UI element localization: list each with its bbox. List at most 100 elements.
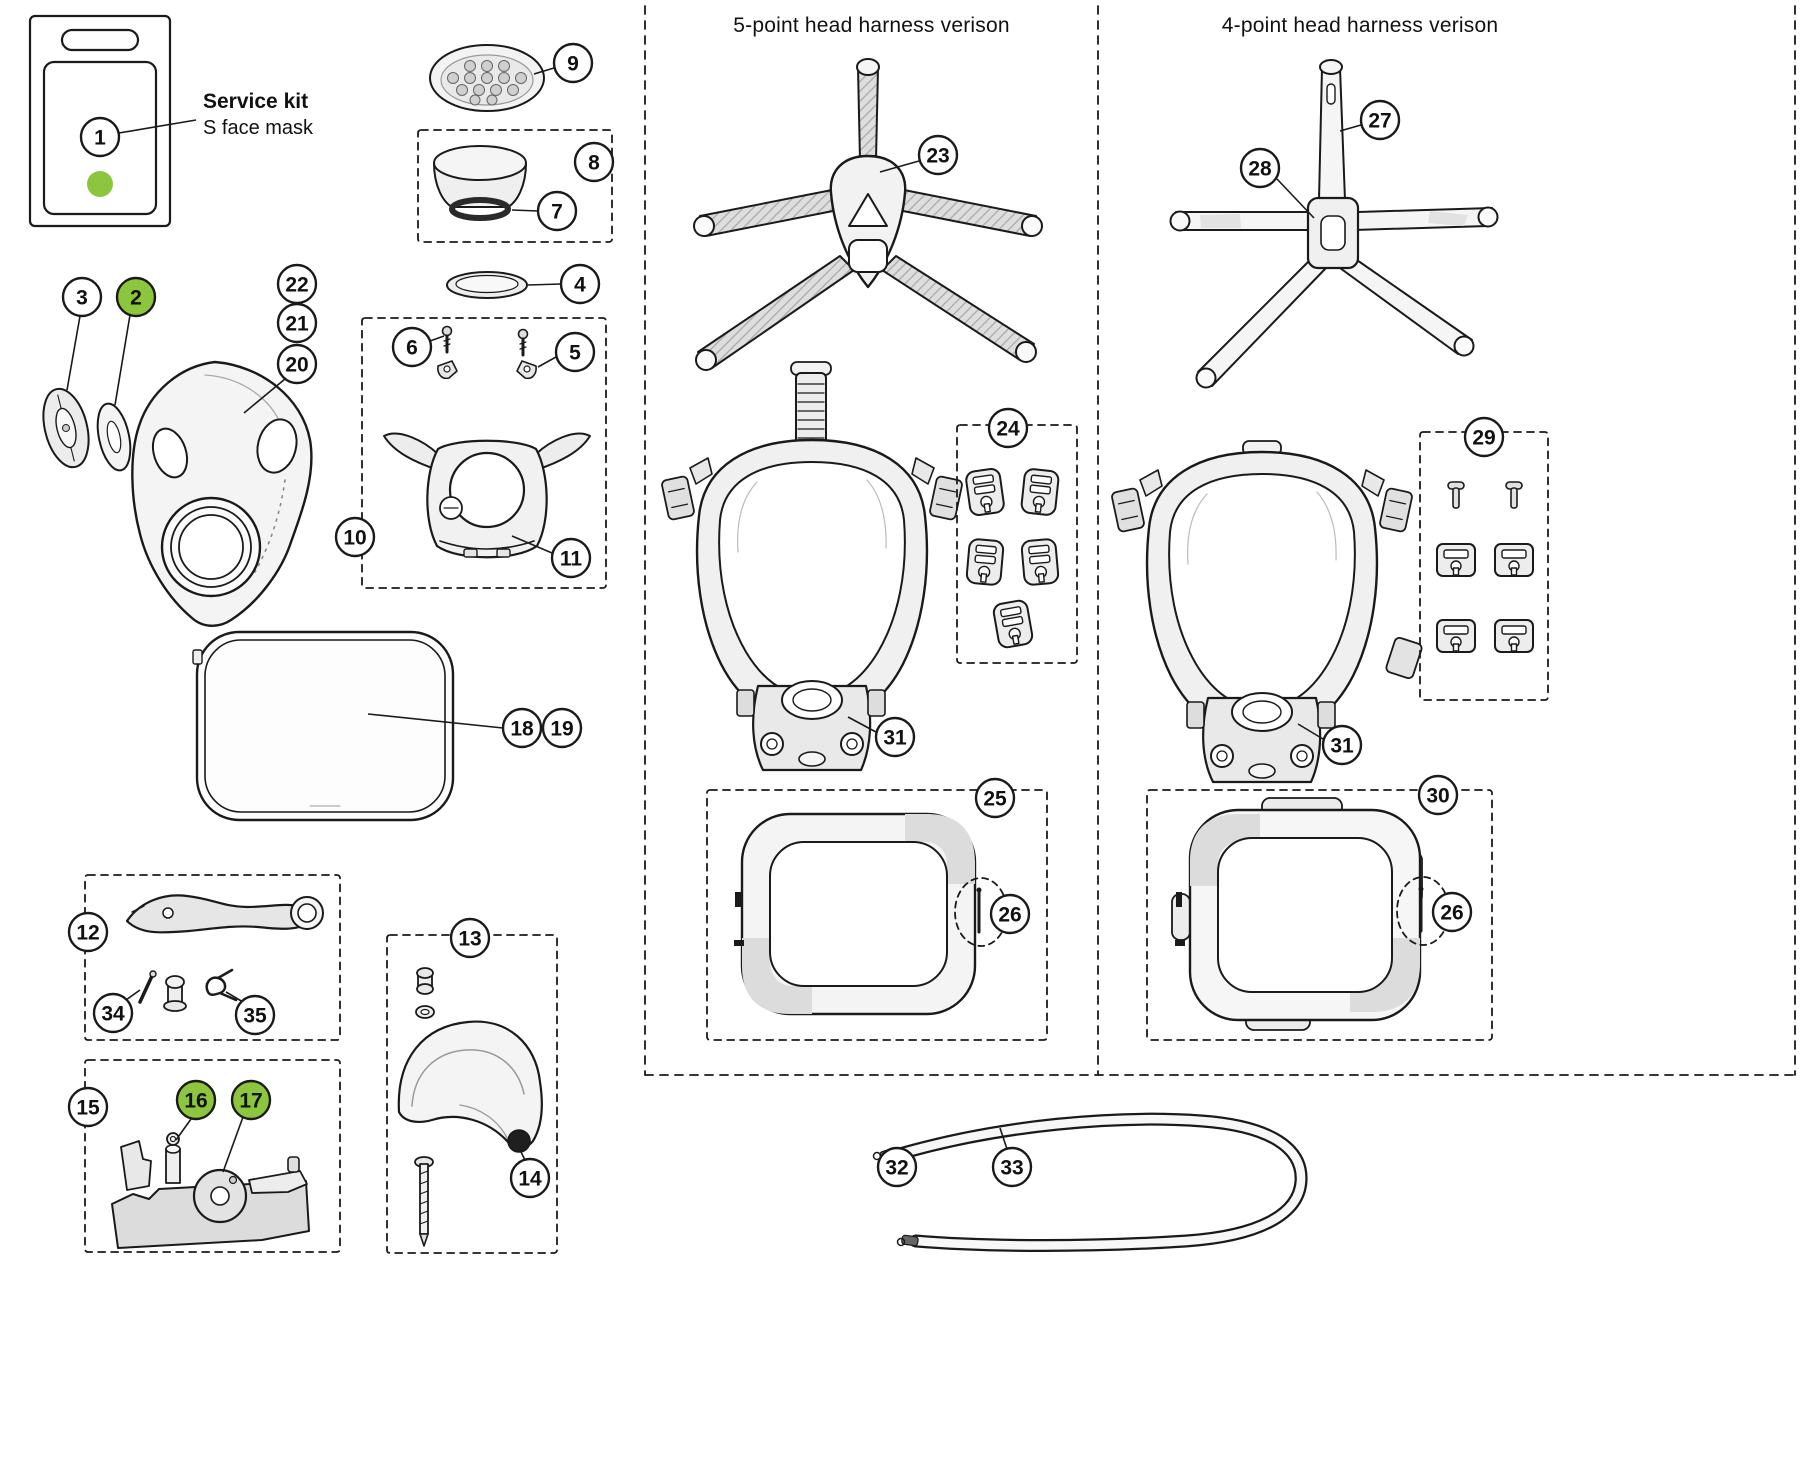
callout-23: 23 <box>917 134 959 176</box>
svg-text:17: 17 <box>239 1090 262 1113</box>
callout-34: 34 <box>92 992 134 1034</box>
part-35-spring <box>205 968 238 1002</box>
part-16-ring <box>165 1132 181 1184</box>
callout-leader-14 <box>519 1149 526 1161</box>
svg-text:21: 21 <box>285 313 309 336</box>
part-18-19-visor <box>192 630 455 822</box>
callout-26: 26 <box>1431 891 1473 933</box>
part-5-screw <box>516 328 537 380</box>
part-9-valve-cover <box>429 44 545 112</box>
svg-text:1: 1 <box>94 127 106 150</box>
svg-text:8: 8 <box>588 152 600 175</box>
callout-7: 7 <box>536 190 578 232</box>
svg-text:23: 23 <box>926 145 949 168</box>
service-kit-title: Service kit <box>203 90 309 113</box>
svg-text:25: 25 <box>983 788 1007 811</box>
callout-leader-33 <box>999 1127 1008 1150</box>
callout-leader-27 <box>1339 124 1362 132</box>
callout-15: 15 <box>67 1086 109 1128</box>
part-2-membrane <box>96 402 132 472</box>
part-4-gasket <box>446 271 528 299</box>
callout-26: 26 <box>989 893 1031 935</box>
part-7-ring <box>449 197 511 221</box>
callout-24: 24 <box>987 407 1029 449</box>
part-14-cap <box>507 1129 531 1153</box>
callout-leader-28 <box>1276 178 1315 219</box>
callout-11: 11 <box>550 537 592 579</box>
svg-text:4: 4 <box>574 274 586 297</box>
mask-4pt <box>1111 440 1423 784</box>
service-kit-label: Service kit S face mask <box>203 88 313 141</box>
part-17-disc <box>192 1168 248 1224</box>
svg-text:31: 31 <box>1330 735 1354 758</box>
callout-leader-17 <box>222 1116 244 1173</box>
callout-4: 4 <box>559 263 601 305</box>
callout-13: 13 <box>449 917 491 959</box>
svg-text:9: 9 <box>567 53 579 76</box>
svg-text:12: 12 <box>76 922 99 945</box>
callout-32: 32 <box>876 1146 918 1188</box>
svg-text:20: 20 <box>285 354 308 377</box>
svg-text:27: 27 <box>1368 110 1391 133</box>
svg-text:31: 31 <box>883 727 907 750</box>
callout-31: 31 <box>874 716 916 758</box>
callout-6: 6 <box>391 326 433 368</box>
parts-15-box <box>84 1059 341 1253</box>
callout-12: 12 <box>67 911 109 953</box>
callout-2: 2 <box>115 276 157 318</box>
section-dividers <box>644 5 1796 1076</box>
harness-5pt <box>693 58 1043 371</box>
svg-text:26: 26 <box>998 904 1021 927</box>
svg-text:22: 22 <box>285 274 308 297</box>
callout-22: 22 <box>276 263 318 305</box>
part-13-cover <box>397 1020 543 1153</box>
svg-text:32: 32 <box>885 1157 908 1180</box>
callout-leader-34 <box>125 989 141 1001</box>
svg-text:35: 35 <box>243 1005 267 1028</box>
parts-10-box <box>361 317 607 589</box>
svg-text:24: 24 <box>996 418 1020 441</box>
callout-leader-7 <box>511 209 539 212</box>
part-6-screw <box>437 325 458 380</box>
callout-17: 17 <box>230 1079 272 1121</box>
callout-20: 20 <box>276 343 318 385</box>
callout-1: 1 <box>79 116 121 158</box>
callout-8: 8 <box>573 141 615 183</box>
callout-21: 21 <box>276 302 318 344</box>
svg-text:33: 33 <box>1000 1157 1023 1180</box>
svg-text:11: 11 <box>560 548 583 571</box>
service-kit-package <box>28 14 172 228</box>
svg-text:28: 28 <box>1248 158 1272 181</box>
callout-16: 16 <box>175 1079 217 1121</box>
callout-leader-11 <box>511 535 553 554</box>
part-plunger <box>163 975 187 1012</box>
callout-leader-9 <box>533 67 555 75</box>
callout-3: 3 <box>61 276 103 318</box>
parts-8-7-valve <box>417 129 613 243</box>
callout-leader-20 <box>243 378 286 414</box>
svg-text:15: 15 <box>76 1097 100 1120</box>
svg-text:2: 2 <box>130 287 142 310</box>
harness-4pt <box>1169 59 1499 389</box>
part-12-lever <box>125 894 324 934</box>
part-11-frame <box>383 432 591 559</box>
callout-leader-4 <box>527 283 562 286</box>
callout-leader-35 <box>225 991 244 1003</box>
callout-30: 30 <box>1417 774 1459 816</box>
callout-10: 10 <box>334 516 376 558</box>
callout-28: 28 <box>1239 147 1281 189</box>
callout-leader-2 <box>114 314 131 406</box>
harness-5pt-title: 5-point head harness verison <box>733 14 1010 37</box>
service-kit-subtitle: S face mask <box>203 117 314 140</box>
callout-leader-16 <box>175 1118 192 1141</box>
svg-text:3: 3 <box>76 287 88 310</box>
svg-text:5: 5 <box>569 342 581 365</box>
callout-leader-5 <box>537 356 557 368</box>
callout-leader-18 <box>367 713 504 729</box>
part-32-33-strap <box>872 1112 1308 1252</box>
callout-5: 5 <box>554 331 596 373</box>
service-kit-green-dot <box>87 171 113 197</box>
